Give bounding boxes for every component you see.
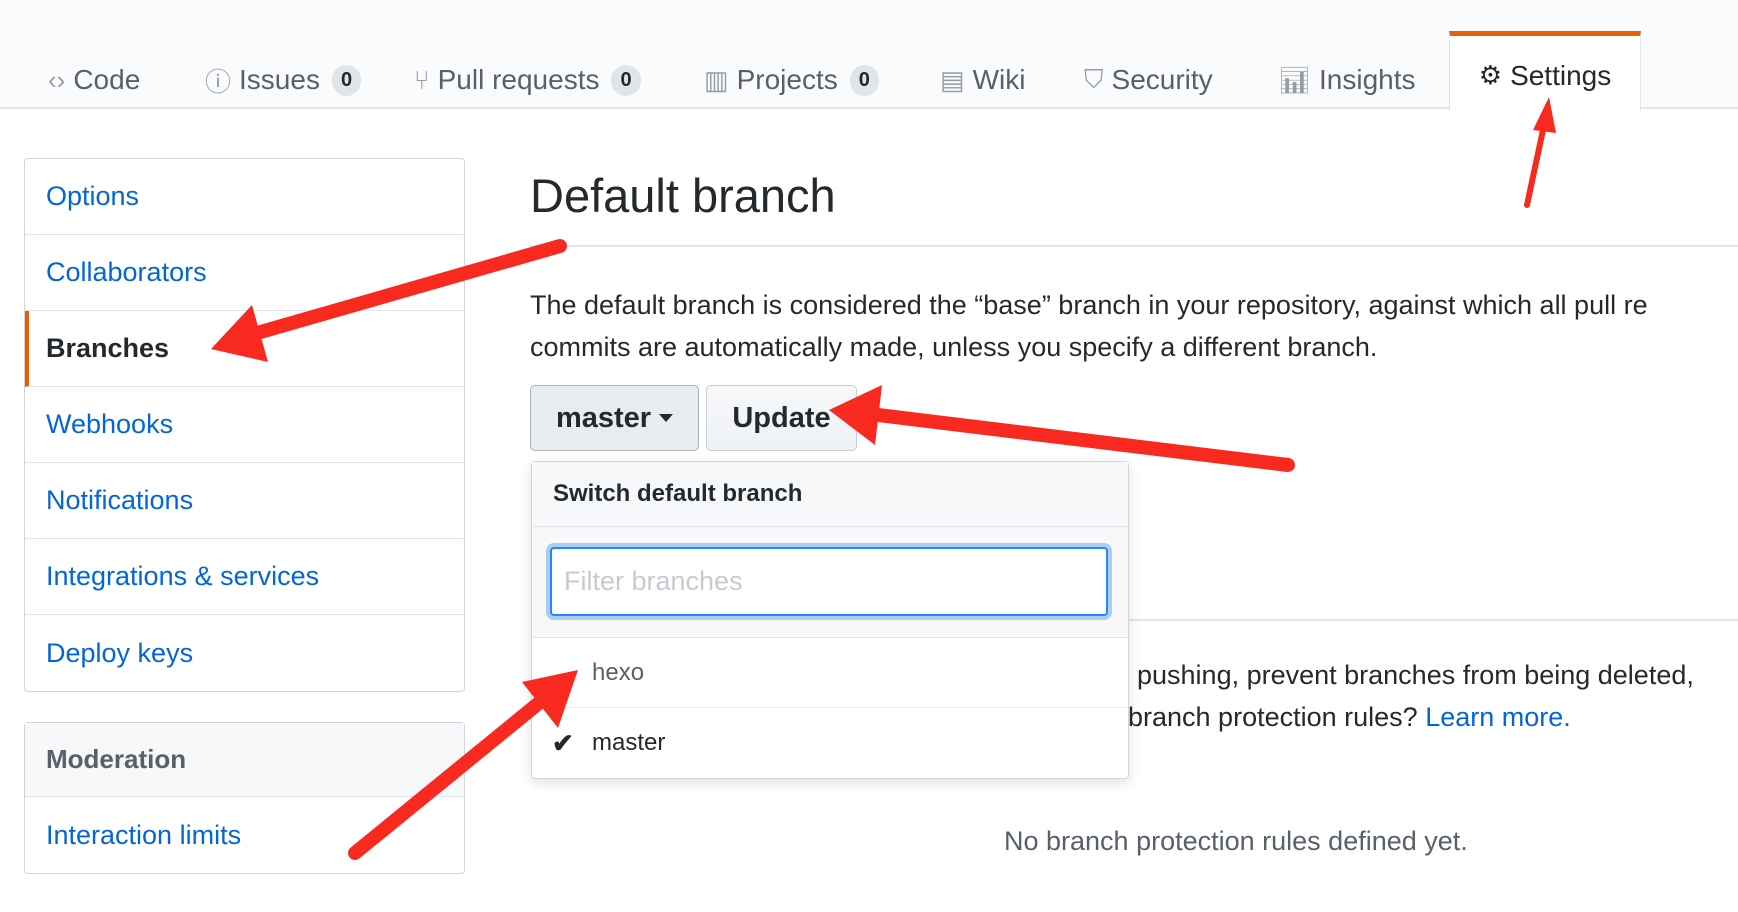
check-icon: ✔: [552, 727, 574, 758]
pull-request-icon: ⑂: [414, 64, 430, 95]
protection-description-2: branch protection rules? Learn more.: [1128, 702, 1571, 732]
sidebar-item-collaborators[interactable]: Collaborators: [25, 235, 464, 311]
sidebar-item-webhooks[interactable]: Webhooks: [25, 387, 464, 463]
sidebar-item-integrations[interactable]: Integrations & services: [25, 539, 464, 615]
protection-description: pushing, prevent branches from being del…: [1137, 660, 1694, 690]
annotation-arrow-settings: [1524, 127, 1546, 208]
tab-code[interactable]: ‹›Code: [48, 64, 141, 95]
divider: [1128, 619, 1738, 621]
branch-item-master[interactable]: ✔master: [552, 727, 666, 758]
annotation-arrow-update: [863, 407, 1295, 472]
learn-more-link[interactable]: Learn more.: [1425, 702, 1571, 732]
pull-requests-count: 0: [611, 64, 641, 96]
filter-area: [532, 527, 1128, 638]
projects-count: 0: [849, 64, 879, 96]
shield-icon: ⛉: [1084, 64, 1104, 94]
tab-insights[interactable]: 📊︎Insights: [1278, 64, 1416, 95]
page-title: Default branch: [530, 169, 836, 222]
issue-icon: ⓘ: [205, 66, 232, 97]
sidebar-item-notifications[interactable]: Notifications: [25, 463, 464, 539]
book-icon: ▤: [940, 64, 965, 95]
sidebar-item-options[interactable]: Options: [25, 159, 464, 235]
empty-state: No branch protection rules defined yet.: [1004, 826, 1468, 856]
moderation-header: Moderation: [25, 723, 464, 797]
code-icon: ‹›: [48, 64, 66, 95]
branch-item-hexo[interactable]: hexo: [532, 638, 1128, 708]
divider: [530, 245, 1738, 247]
issues-count: 0: [331, 64, 362, 96]
project-icon: ▥: [704, 64, 729, 95]
graph-icon: 📊︎: [1278, 64, 1312, 95]
filter-branches-input[interactable]: [550, 547, 1108, 616]
settings-sidebar: Options Collaborators Branches Webhooks …: [24, 158, 465, 692]
update-button[interactable]: Update: [706, 385, 857, 451]
default-branch-description: The default branch is considered the “ba…: [530, 290, 1648, 362]
sidebar-item-interaction-limits[interactable]: Interaction limits: [46, 819, 242, 850]
sidebar-item-deploy-keys[interactable]: Deploy keys: [46, 637, 194, 668]
tab-wiki[interactable]: ▤Wiki: [940, 64, 1026, 95]
moderation-sidebar: Moderation Interaction limits: [24, 722, 465, 874]
tab-security[interactable]: ⛉Security: [1084, 64, 1213, 95]
sidebar-item-branches[interactable]: Branches: [25, 311, 464, 387]
branch-select-button[interactable]: master: [530, 385, 699, 451]
gear-icon: ⚙: [1478, 60, 1503, 90]
caret-down-icon: [659, 414, 674, 422]
dropdown-header: Switch default branch: [532, 462, 1128, 527]
tab-settings[interactable]: ⚙Settings: [1449, 31, 1641, 111]
branch-dropdown: Switch default branch hexo ✔master: [531, 461, 1129, 779]
